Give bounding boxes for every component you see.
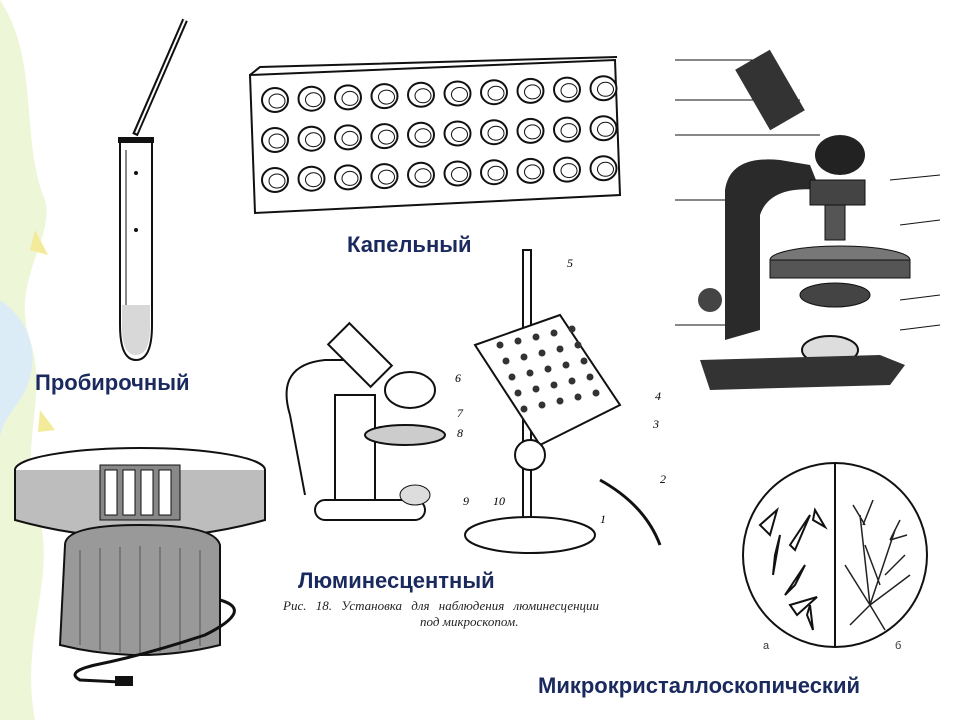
apparatus-number-4: 4 xyxy=(655,389,661,403)
figure-caption-line1: Рис. 18. Установка для наблюдения люмине… xyxy=(283,598,600,613)
centrifuge-illustration xyxy=(14,447,266,686)
apparatus-number-2: 2 xyxy=(660,472,666,486)
circle-label-a: а xyxy=(763,640,770,652)
apparatus-number-9: 9 xyxy=(463,494,469,508)
circle-label-b: б xyxy=(895,640,902,652)
microscope-illustration xyxy=(675,49,941,390)
apparatus-number-6: 6 xyxy=(455,371,461,385)
drop-plate-illustration xyxy=(248,56,622,215)
label-test-tube: Пробирочный xyxy=(35,370,190,395)
luminescence-apparatus-illustration: 1 2 3 4 5 6 7 8 9 10 xyxy=(285,249,666,554)
decorative-background xyxy=(0,0,55,720)
apparatus-number-3: 3 xyxy=(652,417,659,431)
figure-caption-line2: под микроскопом. xyxy=(420,614,519,629)
label-drop-plate: Капельный xyxy=(347,232,472,257)
apparatus-number-7: 7 xyxy=(457,406,464,420)
apparatus-number-5: 5 xyxy=(567,256,573,270)
label-microcrystal: Микрокристаллоскопический xyxy=(538,673,860,698)
apparatus-number-1: 1 xyxy=(600,512,606,526)
apparatus-number-10: 10 xyxy=(493,494,505,508)
label-luminescent: Люминесцентный xyxy=(298,568,495,593)
test-tube-illustration xyxy=(118,18,188,362)
microcrystal-circle-illustration xyxy=(742,462,928,648)
apparatus-number-8: 8 xyxy=(457,426,463,440)
